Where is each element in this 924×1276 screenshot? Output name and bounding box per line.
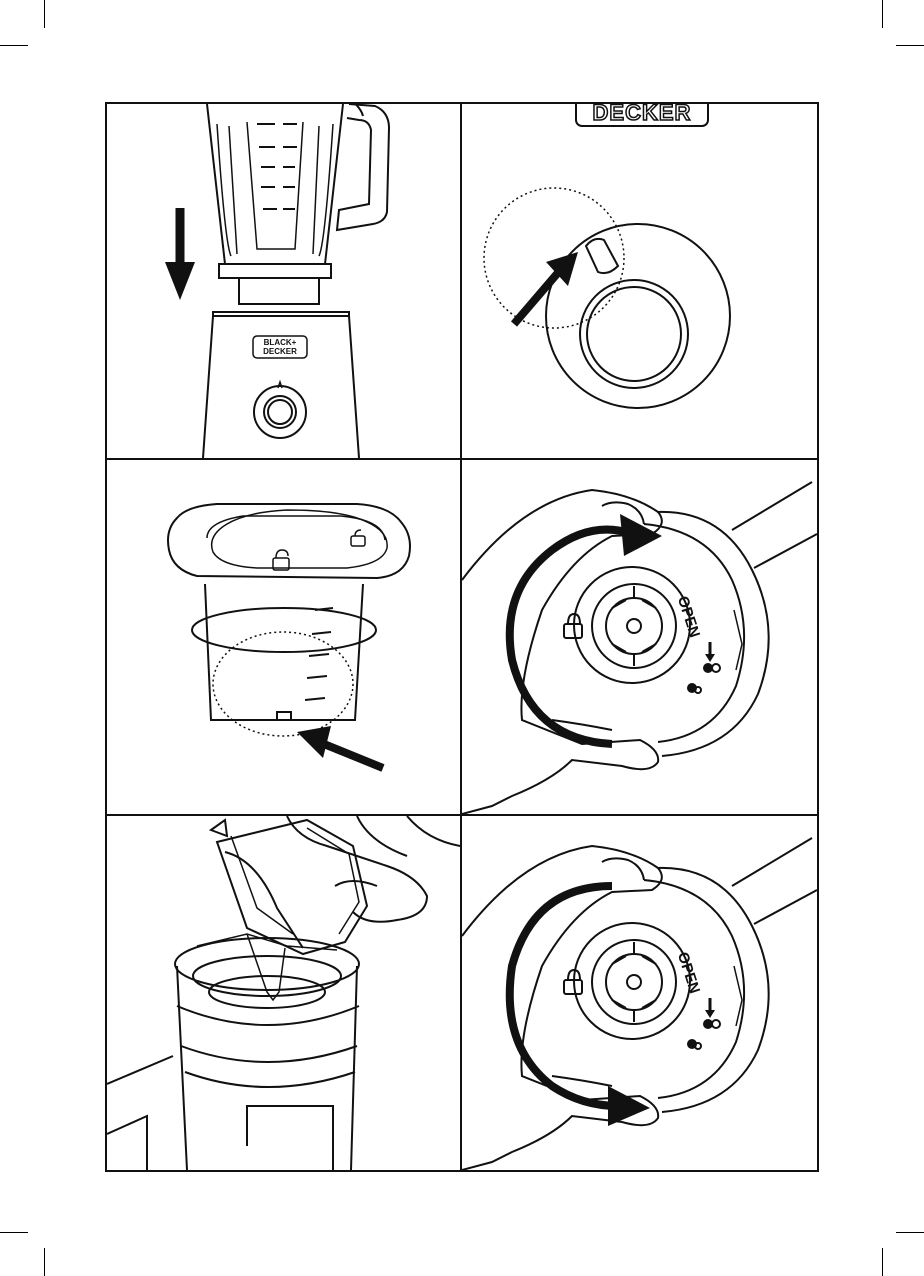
crop-mark [44, 0, 45, 28]
rotate-unlock-illustration [462, 816, 817, 1170]
logo-badge-top: BLACK+ [257, 338, 303, 347]
panel-5 [107, 816, 460, 1170]
crop-mark [882, 1248, 883, 1276]
crop-mark [0, 45, 28, 46]
insert-blade-illustration [107, 816, 460, 1170]
jar-notch-illustration [107, 460, 460, 814]
rotate-lock-illustration [462, 460, 817, 814]
jar-onto-base-illustration [107, 104, 460, 458]
crop-mark [896, 1232, 924, 1233]
panel-3 [107, 460, 460, 814]
panel-6: OPEN [462, 816, 817, 1170]
crop-mark [882, 0, 883, 28]
crop-mark [44, 1248, 45, 1276]
crop-mark [0, 1232, 28, 1233]
panel-2: DECKER [462, 104, 817, 458]
panel-1: BLACK+ DECKER [107, 104, 460, 458]
logo-partial: DECKER [580, 104, 704, 126]
crop-mark [896, 45, 924, 46]
panel-4: OPEN [462, 460, 817, 814]
logo-badge-bottom: DECKER [257, 347, 303, 356]
base-socket-illustration [462, 104, 817, 458]
